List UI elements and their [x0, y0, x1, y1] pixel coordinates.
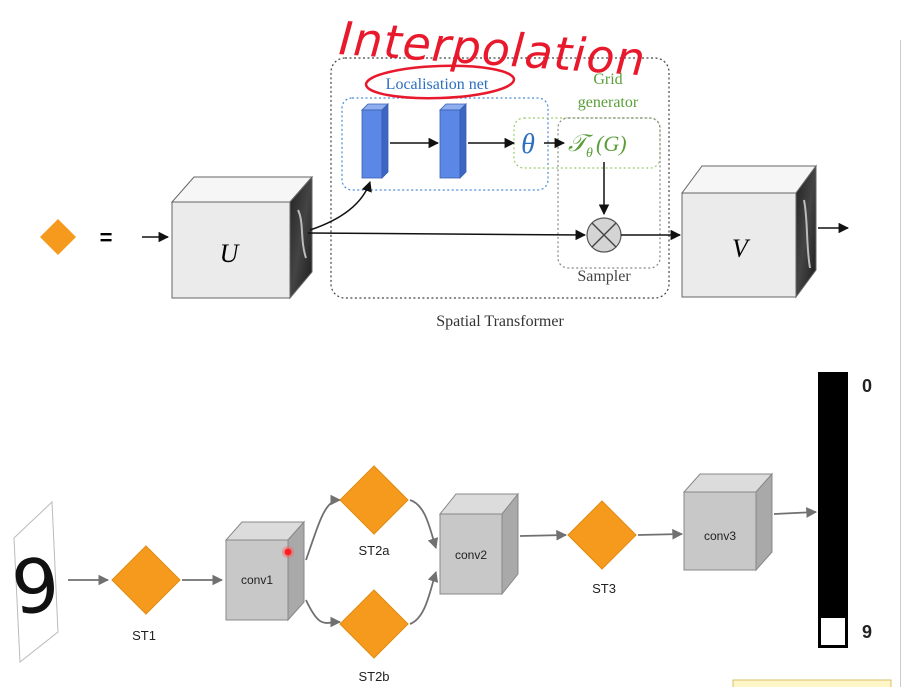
- transform-label-arg: (G): [596, 131, 627, 156]
- conv2-to-st3-arrow: [519, 529, 568, 541]
- conv3-label: conv3: [704, 529, 736, 543]
- figure-caption: Spatial Transformer: [436, 313, 564, 330]
- output-bar-fill: [818, 372, 848, 648]
- st3-label: ST3: [592, 581, 616, 596]
- spatial-transformer-box: [330, 57, 670, 299]
- st2a-to-conv2-arrow: [409, 499, 439, 550]
- note-strip: [732, 679, 892, 687]
- localisation-net-label: Localisation net: [386, 76, 489, 93]
- transform-label-sub: θ: [586, 146, 593, 161]
- top-diagram: = U Localisation net Grid generator: [40, 57, 850, 330]
- output-label-top: 0: [862, 376, 872, 396]
- loc-layer-2: [439, 103, 467, 179]
- sampler-multiply-icon: [586, 217, 622, 253]
- annotation-circle: [364, 64, 516, 100]
- legend-equals: =: [100, 225, 113, 250]
- theta-label: θ: [521, 129, 535, 160]
- u-to-sampler-arrow: [307, 229, 587, 241]
- st3-to-conv3-arrow: [637, 528, 684, 540]
- st2b-diamond-icon: [339, 589, 409, 659]
- legend-diamond-icon: [40, 219, 76, 255]
- annotation-interpolation-text: Interpolation: [337, 11, 647, 86]
- input-label-u: U: [220, 239, 241, 268]
- conv1-to-st2b-arrow: [305, 599, 342, 628]
- bottom-diagram: 9 ST1 conv1 ST2a ST2b: [8, 372, 892, 687]
- grid-generator-label-line2: generator: [578, 94, 639, 111]
- sampler-box: [557, 117, 661, 269]
- output-label-bottom: 9: [862, 622, 872, 642]
- input-digit-card: 9: [8, 500, 64, 663]
- output-bar-selected-cell: [821, 618, 845, 645]
- conv2-box: conv2: [438, 492, 520, 596]
- st2a-label: ST2a: [358, 543, 390, 558]
- st2a-diamond-icon: [339, 465, 409, 535]
- transform-label: 𝒯 θ (G): [568, 131, 627, 161]
- conv1-box: conv1: [224, 520, 306, 622]
- loc-layer-1: [361, 103, 389, 179]
- output-cube-v: V: [681, 164, 817, 299]
- sampler-label: Sampler: [577, 268, 631, 285]
- cursor-icon: [282, 546, 294, 558]
- st3-diamond-icon: [567, 500, 637, 570]
- u-to-loc-arrow: [309, 181, 372, 231]
- output-probability-bar: 0 9: [818, 372, 872, 648]
- localisation-net-box: [341, 97, 549, 191]
- st2b-label: ST2b: [358, 669, 389, 684]
- conv1-to-st2a-arrow: [305, 494, 342, 561]
- st1-diamond-icon: [111, 545, 181, 615]
- st1-label: ST1: [132, 628, 156, 643]
- conv1-label: conv1: [241, 573, 273, 587]
- output-label-v: V: [732, 234, 751, 263]
- conv2-label: conv2: [455, 548, 487, 562]
- grid-generator-label-line1: Grid: [593, 71, 622, 88]
- st2b-to-conv2-arrow: [409, 570, 439, 625]
- conv3-to-output-arrow: [773, 507, 818, 518]
- input-digit: 9: [8, 542, 64, 632]
- input-cube-u: U: [170, 175, 314, 300]
- conv3-box: conv3: [682, 472, 774, 572]
